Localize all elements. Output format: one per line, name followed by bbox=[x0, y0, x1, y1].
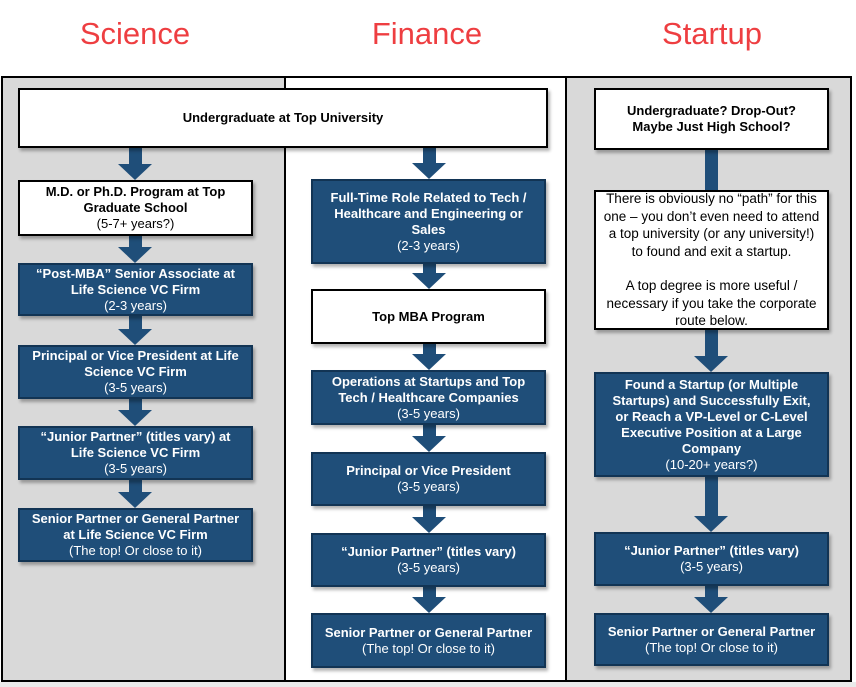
science-arrow-1 bbox=[118, 148, 152, 180]
science-arrow-4 bbox=[118, 399, 152, 426]
finance-column-header: Finance bbox=[371, 16, 483, 51]
startup-note-paragraph-1: There is obviously no “path” for this on… bbox=[603, 191, 820, 259]
science-senior-associate-box: “Post-MBA” Senior Associate at Life Scie… bbox=[18, 263, 253, 316]
startup-found-startup-box: Found a Startup (or Multiple Startups) a… bbox=[594, 372, 829, 477]
finance-senior-partner-box: Senior Partner or General Partner (The t… bbox=[311, 613, 546, 668]
startup-arrow-3 bbox=[694, 586, 728, 613]
finance-arrow-1 bbox=[412, 148, 446, 179]
finance-arrow-5 bbox=[412, 506, 446, 533]
down-arrow-icon bbox=[412, 163, 446, 179]
bottom-margin-strip bbox=[0, 682, 856, 687]
down-arrow-icon bbox=[412, 354, 446, 370]
startup-senior-partner-box: Senior Partner or General Partner (The t… bbox=[594, 613, 829, 666]
finance-arrow-3 bbox=[412, 344, 446, 370]
finance-arrow-6 bbox=[412, 587, 446, 613]
down-arrow-icon bbox=[118, 410, 152, 426]
down-arrow-icon bbox=[694, 597, 728, 613]
startup-arrow-2 bbox=[694, 477, 728, 532]
down-arrow-icon bbox=[118, 329, 152, 345]
startup-note-box: There is obviously no “path” for this on… bbox=[594, 190, 829, 330]
down-arrow-icon bbox=[694, 356, 728, 372]
startup-education-box: Undergraduate? Drop-Out? Maybe Just High… bbox=[594, 88, 829, 150]
down-arrow-icon bbox=[412, 597, 446, 613]
finance-operations-box: Operations at Startups and Top Tech / He… bbox=[311, 370, 546, 425]
down-arrow-icon bbox=[118, 164, 152, 180]
undergraduate-start-label: Undergraduate at Top University bbox=[182, 110, 384, 125]
finance-principal-box: Principal or Vice President (3-5 years) bbox=[311, 452, 546, 506]
finance-arrow-4 bbox=[412, 425, 446, 452]
science-arrow-2 bbox=[118, 236, 152, 263]
science-arrow-3 bbox=[118, 316, 152, 345]
startup-junior-partner-box: “Junior Partner” (titles vary) (3-5 year… bbox=[594, 532, 829, 586]
startup-column-header: Startup bbox=[662, 16, 762, 51]
down-arrow-icon bbox=[412, 436, 446, 452]
science-senior-partner-box: Senior Partner or General Partner at Lif… bbox=[18, 508, 253, 562]
science-junior-partner-box: “Junior Partner” (titles vary) at Life S… bbox=[18, 426, 253, 480]
down-arrow-icon bbox=[118, 492, 152, 508]
science-arrow-5 bbox=[118, 480, 152, 508]
down-arrow-icon bbox=[694, 516, 728, 532]
down-arrow-icon bbox=[412, 273, 446, 289]
down-arrow-icon bbox=[118, 247, 152, 263]
science-column-header: Science bbox=[79, 16, 191, 51]
finance-mba-box: Top MBA Program bbox=[311, 289, 546, 344]
science-principal-box: Principal or Vice President at Life Scie… bbox=[18, 345, 253, 399]
finance-junior-partner-box: “Junior Partner” (titles vary) (3-5 year… bbox=[311, 533, 546, 587]
finance-arrow-2 bbox=[412, 264, 446, 289]
finance-full-time-role-box: Full-Time Role Related to Tech / Healthc… bbox=[311, 179, 546, 264]
undergraduate-start-box: Undergraduate at Top University bbox=[18, 88, 548, 148]
science-grad-school-box: M.D. or Ph.D. Program at Top Graduate Sc… bbox=[18, 180, 253, 236]
startup-note-paragraph-2: A top degree is more useful / necessary … bbox=[606, 278, 817, 329]
down-arrow-icon bbox=[412, 517, 446, 533]
